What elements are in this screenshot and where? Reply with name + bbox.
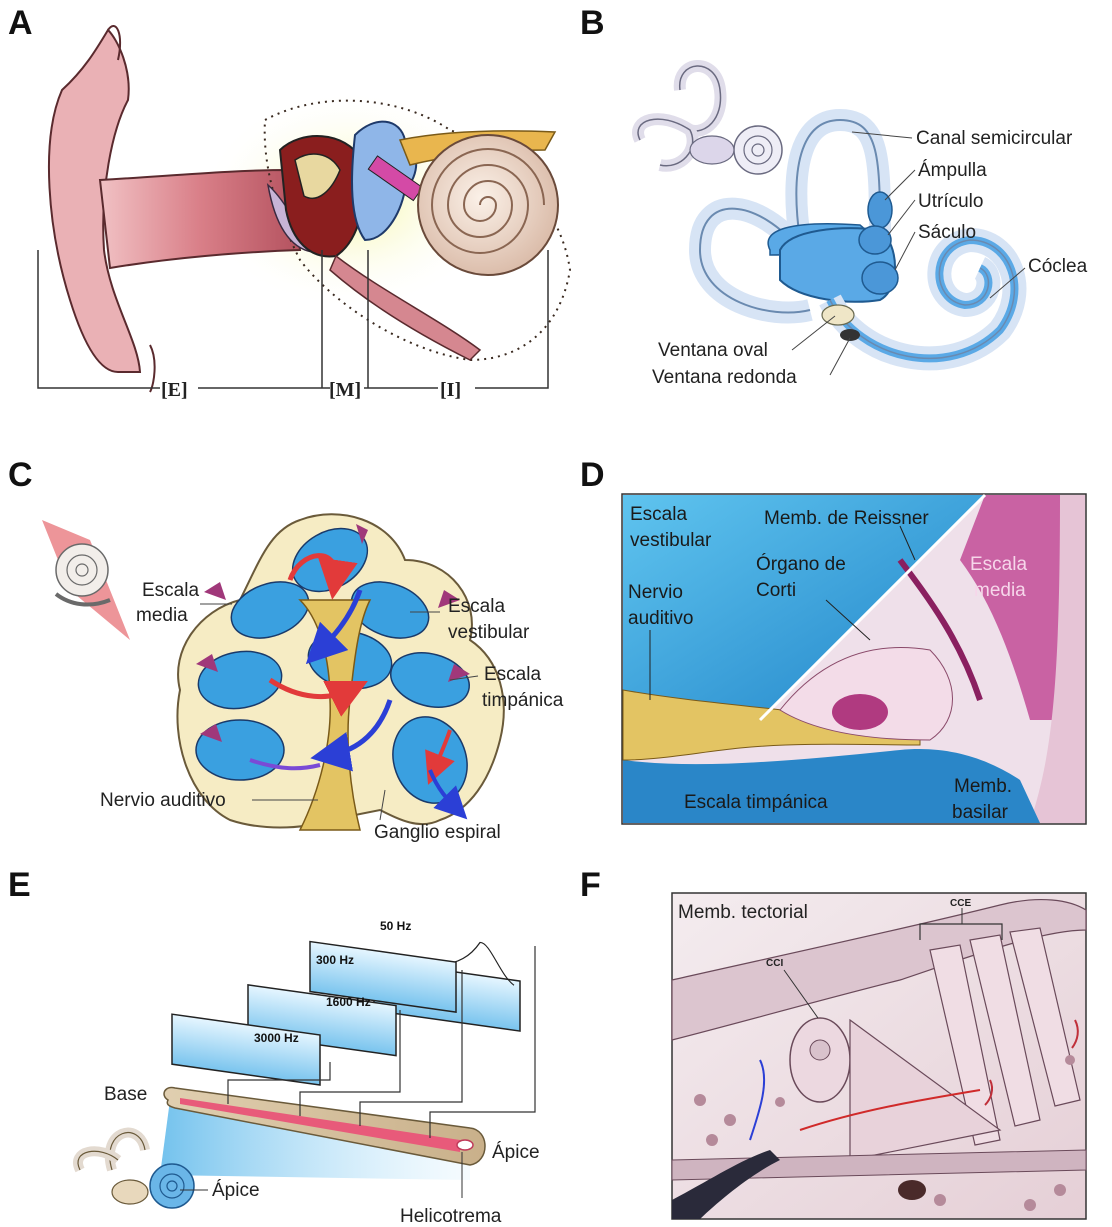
label-ampulla: Ámpulla bbox=[918, 160, 987, 181]
helicotrema-hole bbox=[457, 1140, 473, 1150]
label-external-ear: [E] bbox=[161, 379, 188, 401]
panel-d-organ-of-corti: Escala vestibular Memb. de Reissner Órga… bbox=[622, 494, 1086, 824]
label-scala-tympani-c-1: Escala bbox=[484, 664, 541, 685]
label-scala-vestibuli-d-1: Escala bbox=[630, 504, 687, 525]
inset-labyrinth-b bbox=[638, 66, 782, 174]
panel-c-cochlea-section: Escala media Escala vestibular Escala ti… bbox=[42, 514, 564, 843]
label-scala-tympani-d: Escala timpánica bbox=[684, 792, 828, 813]
ampulla bbox=[868, 192, 892, 228]
label-basilar-1: Memb. bbox=[954, 776, 1012, 797]
freq-label-1600: 1600 Hz bbox=[326, 995, 371, 1009]
label-apex-left: Ápice bbox=[212, 1180, 260, 1201]
label-auditory-nerve-c: Nervio auditivo bbox=[100, 790, 226, 811]
label-inner-ear: [I] bbox=[440, 379, 461, 401]
freq-label-300: 300 Hz bbox=[316, 953, 354, 967]
round-window bbox=[840, 329, 860, 341]
tectorial-membrane-d bbox=[832, 694, 888, 730]
label-tectorial: Memb. tectorial bbox=[678, 902, 808, 923]
label-utricle: Utrículo bbox=[918, 191, 983, 212]
label-scala-tympani-c-2: timpánica bbox=[482, 690, 564, 711]
label-semicircular-canal: Canal semicircular bbox=[916, 128, 1073, 149]
inset-cochlea-c bbox=[42, 520, 130, 640]
label-scala-media-d-2: media bbox=[974, 580, 1026, 601]
label-scala-media-c-1: Escala bbox=[142, 580, 199, 601]
label-scala-media-c-2: media bbox=[136, 605, 188, 626]
label-basilar-2: basilar bbox=[952, 802, 1009, 823]
label-spiral-ganglion: Ganglio espiral bbox=[374, 822, 501, 843]
label-scala-media-d-1: Escala bbox=[970, 554, 1027, 575]
label-middle-ear: [M] bbox=[329, 379, 361, 401]
label-corti-1: Órgano de bbox=[756, 553, 846, 575]
label-scala-vestibuli-d-2: vestibular bbox=[630, 530, 712, 551]
label-base: Base bbox=[104, 1084, 147, 1105]
label-corti-2: Corti bbox=[756, 580, 796, 601]
label-oval-window: Ventana oval bbox=[658, 340, 768, 361]
label-scala-vestibuli-c-2: vestibular bbox=[448, 622, 530, 643]
label-cochlea: Cóclea bbox=[1028, 256, 1088, 277]
panel-a-ear-anatomy: [E] [M] [I] bbox=[38, 26, 570, 401]
freq-label-3000: 3000 Hz bbox=[254, 1031, 299, 1045]
blood-vessel bbox=[898, 1180, 926, 1200]
cochlea-shell-a bbox=[418, 135, 558, 275]
panel-e-tonotopy: 50 Hz 300 Hz 1600 Hz 3000 Hz bbox=[78, 919, 540, 1227]
panel-f-hair-cells: Memb. tectorial CCE CCI bbox=[672, 893, 1086, 1219]
utricle bbox=[859, 226, 891, 254]
label-reissner: Memb. de Reissner bbox=[764, 508, 929, 529]
saccule bbox=[862, 262, 898, 294]
label-nerve-d-2: auditivo bbox=[628, 608, 694, 629]
label-cci: CCI bbox=[766, 958, 783, 969]
label-scala-vestibuli-c-1: Escala bbox=[448, 596, 505, 617]
label-round-window: Ventana redonda bbox=[652, 367, 797, 388]
label-apex-right: Ápice bbox=[492, 1142, 540, 1163]
label-helicotrema: Helicotrema bbox=[400, 1206, 502, 1227]
label-saccule: Sáculo bbox=[918, 222, 976, 243]
freq-label-50: 50 Hz bbox=[380, 919, 411, 933]
lobe-line bbox=[150, 345, 155, 392]
label-nerve-d-1: Nervio bbox=[628, 582, 683, 603]
panel-b-labyrinth: Canal semicircular Ámpulla Utrículo Sácu… bbox=[638, 66, 1088, 388]
label-cce: CCE bbox=[950, 898, 971, 909]
